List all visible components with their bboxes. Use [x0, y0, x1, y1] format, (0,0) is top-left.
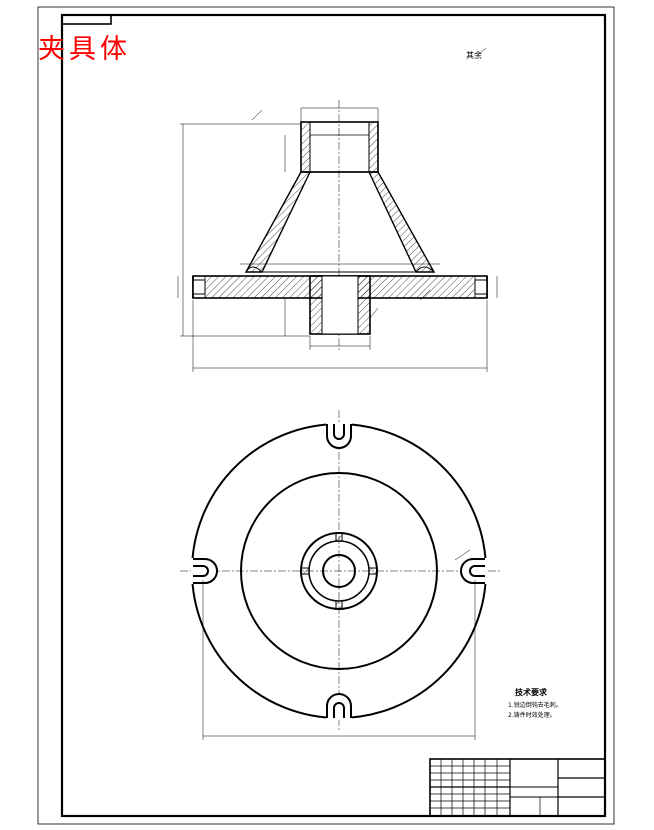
section-view: [192, 100, 488, 350]
bore-circle: [322, 554, 356, 588]
roughness-note: 其余: [466, 51, 482, 60]
u-slot-right: [460, 558, 487, 584]
title-block: [429, 758, 606, 817]
outer-border: [37, 6, 615, 825]
u-slot-left: [191, 558, 218, 584]
tech-requirement-line-2: 2.铸件时效处理。: [508, 712, 556, 719]
section-dimensions: [177, 47, 498, 372]
top-boss: [300, 121, 379, 173]
inner-frame: [60, 13, 607, 818]
plan-view: [180, 410, 500, 740]
drawing-title: 夹具体: [38, 34, 131, 65]
tech-requirements-heading: 技术要求: [515, 688, 547, 697]
cone-wall-left: [244, 171, 312, 273]
tech-requirement-line-1: 1.锐边倒钝去毛刺。: [508, 702, 562, 709]
u-slot-bottom: [326, 693, 352, 720]
cone-wall-right: [367, 171, 436, 273]
mid-circle: [240, 472, 438, 670]
code-box: [61, 14, 112, 25]
u-slot-top: [326, 422, 352, 449]
